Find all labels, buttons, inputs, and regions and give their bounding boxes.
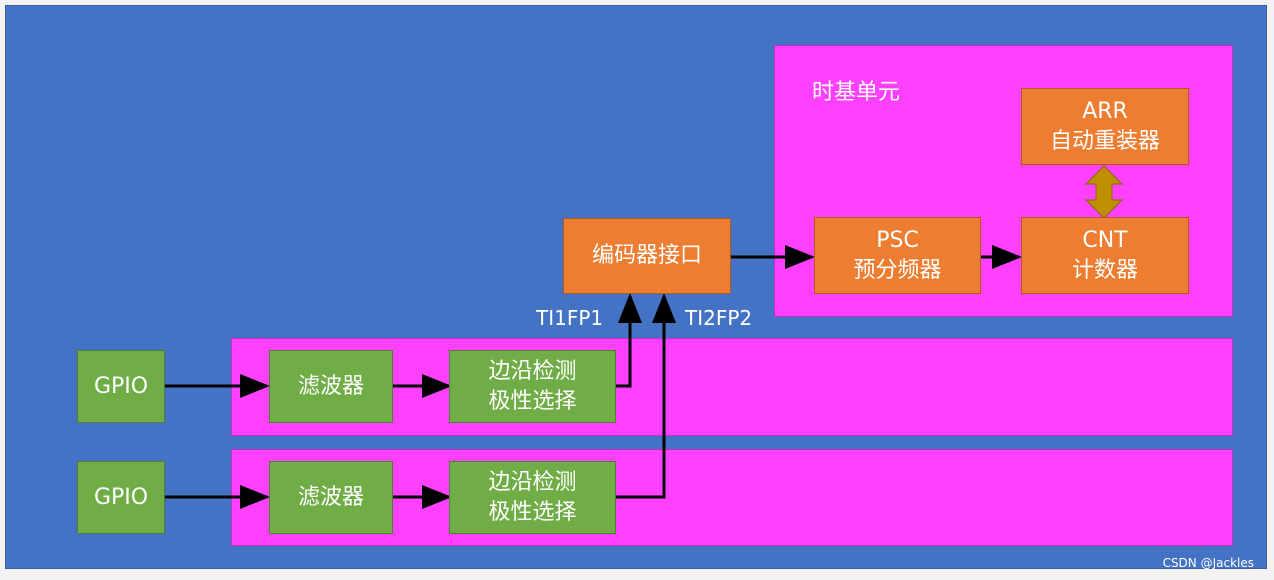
filter-2-block: 滤波器 (269, 461, 393, 534)
edge-detect-2-line-2: 极性选择 (488, 499, 577, 525)
signal-label-ti2fp2: TI2FP2 (685, 306, 753, 330)
edge-detect-1-line-1: 边沿检测 (488, 358, 577, 384)
wire-ti2fp2 (616, 293, 676, 499)
arr-line-1: ARR (1082, 98, 1128, 124)
edge-detect-2-block: 边沿检测 极性选择 (449, 461, 616, 534)
filter-1-label: 滤波器 (297, 373, 364, 399)
encoder-interface-label: 编码器接口 (591, 243, 702, 268)
cnt-line-1: CNT (1082, 227, 1128, 253)
diagram-canvas: 时基单元 GPIO 滤波器 边沿检测 极性选择 GPIO 滤波器 (5, 5, 1267, 569)
time-base-unit-title: 时基单元 (812, 80, 901, 105)
arr-block: ARR 自动重装器 (1021, 88, 1189, 165)
encoder-interface-block: 编码器接口 (563, 218, 731, 294)
edge-detect-1-block: 边沿检测 极性选择 (449, 350, 616, 423)
signal-label-ti1fp1: TI1FP1 (536, 306, 604, 330)
wire-ti1fp1 (616, 293, 642, 388)
signal-wires (165, 165, 1124, 509)
arr-line-2: 自动重装器 (1049, 128, 1160, 154)
psc-line-1: PSC (876, 227, 919, 253)
gpio-1-block: GPIO (77, 350, 165, 423)
gpio-2-block: GPIO (77, 461, 165, 534)
cnt-block: CNT 计数器 (1021, 217, 1189, 294)
gpio-2-label: GPIO (93, 484, 149, 510)
watermark: CSDN @Jackles_ (1162, 556, 1260, 570)
filter-1-block: 滤波器 (269, 350, 393, 423)
gpio-1-label: GPIO (93, 373, 149, 399)
double-arrow-arr-cnt (1084, 165, 1124, 219)
edge-detect-2-line-1: 边沿检测 (488, 469, 577, 495)
filter-2-label: 滤波器 (297, 484, 364, 510)
edge-detect-1-line-2: 极性选择 (488, 388, 577, 414)
psc-line-2: 预分频器 (853, 257, 942, 283)
psc-block: PSC 预分频器 (814, 217, 981, 294)
cnt-line-2: 计数器 (1071, 257, 1138, 283)
